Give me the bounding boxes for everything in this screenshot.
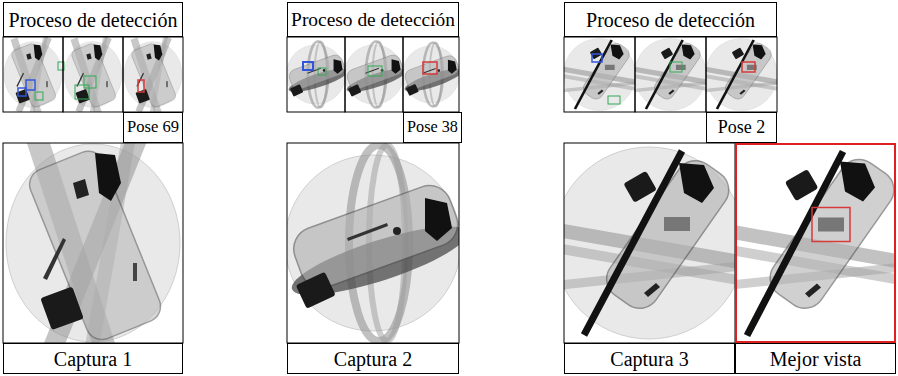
cell-text: Proceso de detección bbox=[586, 9, 755, 31]
detection-thumbnails bbox=[286, 37, 463, 112]
cell-text: Captura 3 bbox=[610, 348, 688, 370]
cell-text: Pose 2 bbox=[718, 118, 766, 138]
detection-thumbnails bbox=[559, 37, 786, 112]
caption-cell: Captura 1 bbox=[3, 343, 183, 374]
header-cell: Proceso de detección bbox=[564, 2, 777, 37]
caption-cell: Captura 2 bbox=[287, 343, 459, 374]
caption-cell: Captura 3 bbox=[564, 343, 735, 374]
pose-cell: Pose 69 bbox=[123, 112, 183, 143]
cell-text: Proceso de detección bbox=[9, 9, 178, 31]
detection-thumbnails bbox=[3, 36, 183, 116]
pose-cell: Pose 2 bbox=[706, 112, 777, 143]
caption-cell: Mejor vista bbox=[735, 343, 896, 374]
cell-text: Captura 1 bbox=[54, 348, 132, 370]
cell-text: Captura 2 bbox=[334, 348, 412, 370]
cell-text: Mejor vista bbox=[770, 348, 862, 370]
pose-cell: Pose 38 bbox=[403, 112, 462, 143]
cell-text: Proceso de detección bbox=[291, 9, 455, 30]
capture-image bbox=[3, 127, 898, 367]
header-cell: Proceso de detección bbox=[3, 2, 183, 37]
cell-text: Pose 69 bbox=[127, 118, 179, 136]
cell-text: Pose 38 bbox=[407, 119, 458, 137]
header-cell: Proceso de detección bbox=[287, 2, 459, 37]
